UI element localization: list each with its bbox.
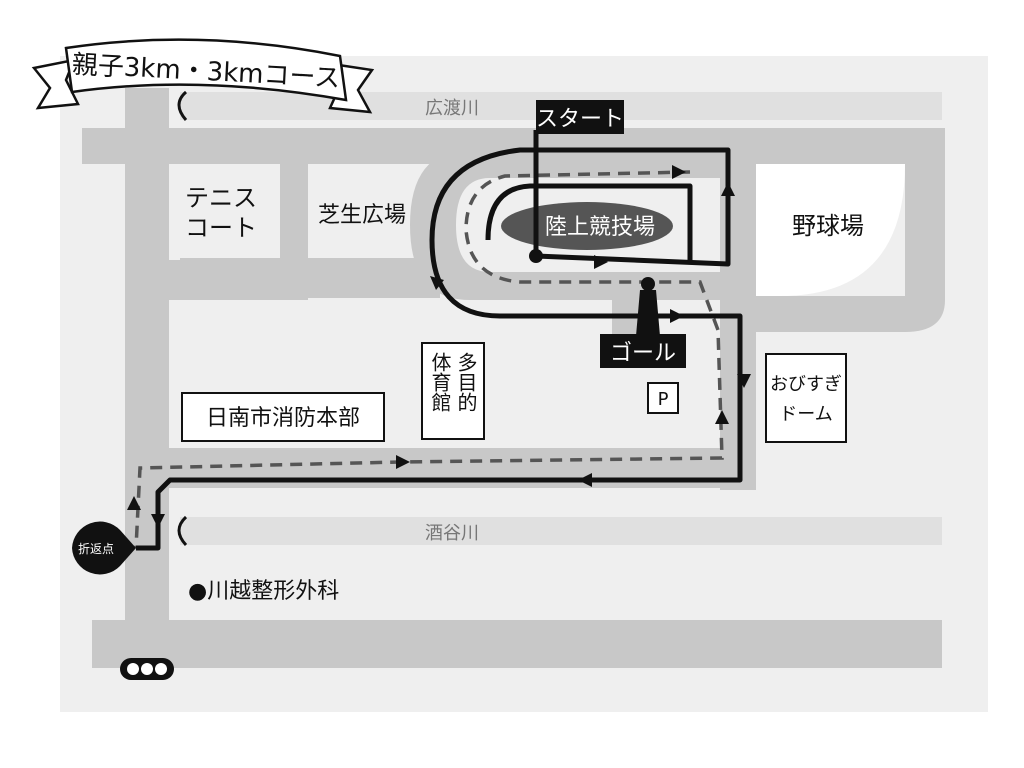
stadium-oval: [501, 202, 673, 250]
fire-dept-label: 日南市消防本部: [206, 406, 360, 431]
dome-label-2: ドーム: [779, 404, 832, 425]
tennis-label-2: コート: [185, 214, 257, 242]
gym-label-col1: 多目的: [454, 352, 478, 412]
bottom-river-label: 酒谷川: [425, 523, 479, 544]
baseball-label: 野球場: [792, 212, 864, 240]
goal-label: ゴール: [610, 341, 676, 366]
route-dashed: [134, 170, 724, 549]
route-solid: [136, 130, 743, 551]
bridge-icon: [177, 90, 188, 121]
start-marker: [536, 100, 624, 134]
start-point: [529, 249, 543, 263]
dome-box: [765, 353, 847, 443]
bridge-icon: [177, 515, 188, 547]
start-label: スタート: [536, 107, 624, 132]
tennis-label-1: テニス: [185, 184, 257, 212]
top-river-label: 広渡川: [425, 98, 479, 119]
traffic-light-icon: [120, 658, 174, 680]
gym-label-col2: 体育館: [428, 352, 452, 412]
stadium-label: 陸上競技場: [545, 215, 655, 240]
baseball-field: [756, 164, 905, 296]
parking-box: [647, 382, 679, 414]
hospital-label: ●川越整形外科: [188, 579, 339, 604]
parking-label: P: [658, 389, 669, 410]
fire-dept-box: [181, 392, 385, 442]
route-arrows: [127, 165, 751, 528]
course-banner: 親子3km・3kmコース: [31, 38, 375, 114]
goal-pointer: [636, 290, 660, 336]
goal-marker: [600, 334, 686, 368]
turnaround-label: 折返点: [78, 541, 114, 556]
lawn-label: 芝生広場: [318, 203, 406, 228]
river-bottom: [180, 517, 942, 545]
goal-point: [641, 277, 655, 291]
turnaround-marker: [72, 521, 136, 575]
dome-label-1: おびすぎ: [770, 374, 842, 395]
gym-box: [421, 342, 485, 440]
